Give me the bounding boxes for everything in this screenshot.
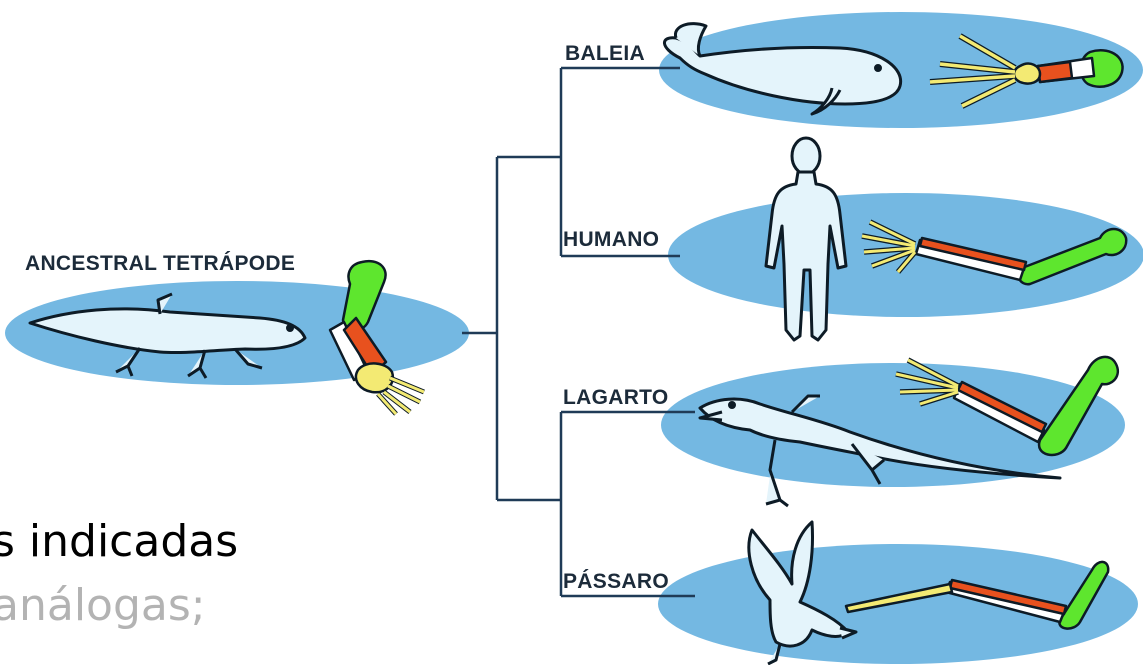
slide-text-line1: s indicadas (0, 520, 238, 564)
human-label: HUMANO (563, 228, 659, 252)
slide-text-line2: análogas; (0, 584, 206, 628)
whale-label: BALEIA (565, 42, 645, 66)
bird-ellipse (658, 544, 1138, 664)
lizard-label: LAGARTO (563, 386, 669, 410)
ancestor-label: ANCESTRAL TETRÁPODE (25, 252, 295, 276)
bird-label: PÁSSARO (563, 570, 669, 594)
phylogenetic-tree (462, 68, 695, 596)
